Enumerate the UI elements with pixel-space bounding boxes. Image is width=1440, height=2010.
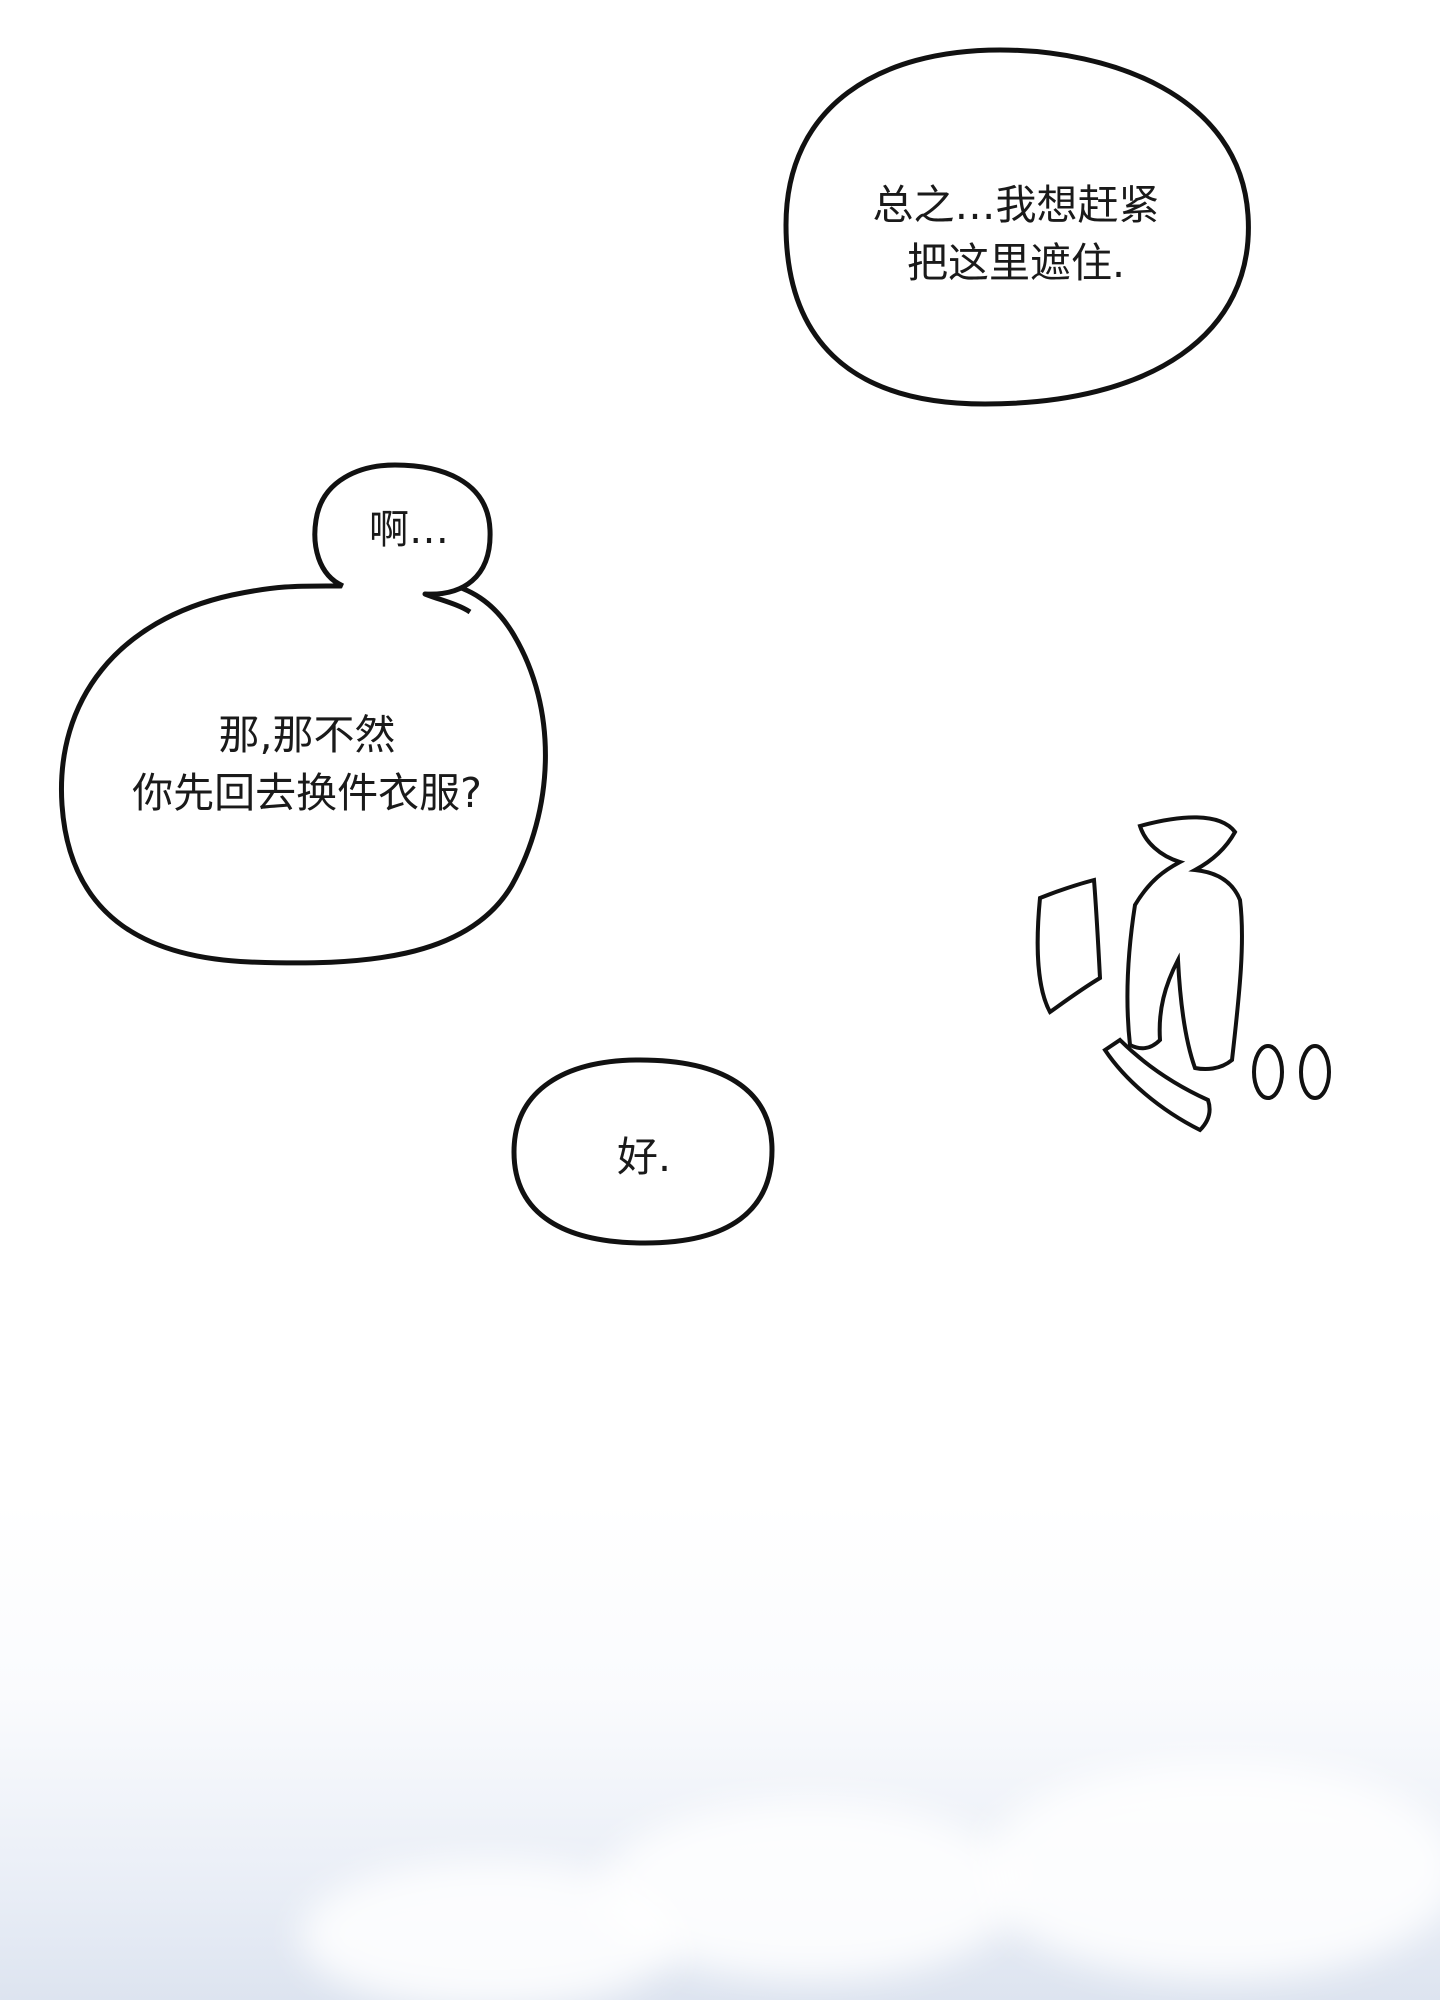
sound-effect-glyph xyxy=(1035,815,1244,1133)
speech-line: 你先回去换件衣服? xyxy=(132,769,482,818)
speech-bubble-top-right xyxy=(783,47,1251,407)
speech-text-small-center: 好. xyxy=(534,1128,754,1186)
speech-text-small-left: 啊… xyxy=(334,502,484,559)
speech-line: 把这里遮住. xyxy=(906,239,1126,288)
speech-line: 啊… xyxy=(369,507,449,553)
speech-text-top-right: 总之…我想赶紧 把这里遮住. xyxy=(806,176,1226,292)
speech-line: 好. xyxy=(616,1133,672,1181)
sound-effect-dot xyxy=(1252,1044,1284,1100)
sound-effect-tail xyxy=(1102,1037,1212,1133)
cloud xyxy=(300,1860,680,2010)
sky-backdrop xyxy=(0,1500,1440,2010)
speech-line: 那,那不然 xyxy=(218,711,396,759)
speech-bubble-small-center xyxy=(511,1057,775,1246)
sound-effect-dot xyxy=(1299,1044,1331,1100)
sound-effect-body xyxy=(1125,815,1244,1071)
speech-line: 总之…我想赶紧 xyxy=(872,181,1160,229)
sound-effect-mouth-radical xyxy=(1035,877,1103,1015)
cloud xyxy=(980,1760,1440,1980)
speech-bubble-small-left-shape xyxy=(312,462,493,615)
speech-text-large-left: 那,那不然 你先回去换件衣服? xyxy=(62,706,552,822)
speech-bubble-large-left xyxy=(58,577,548,966)
